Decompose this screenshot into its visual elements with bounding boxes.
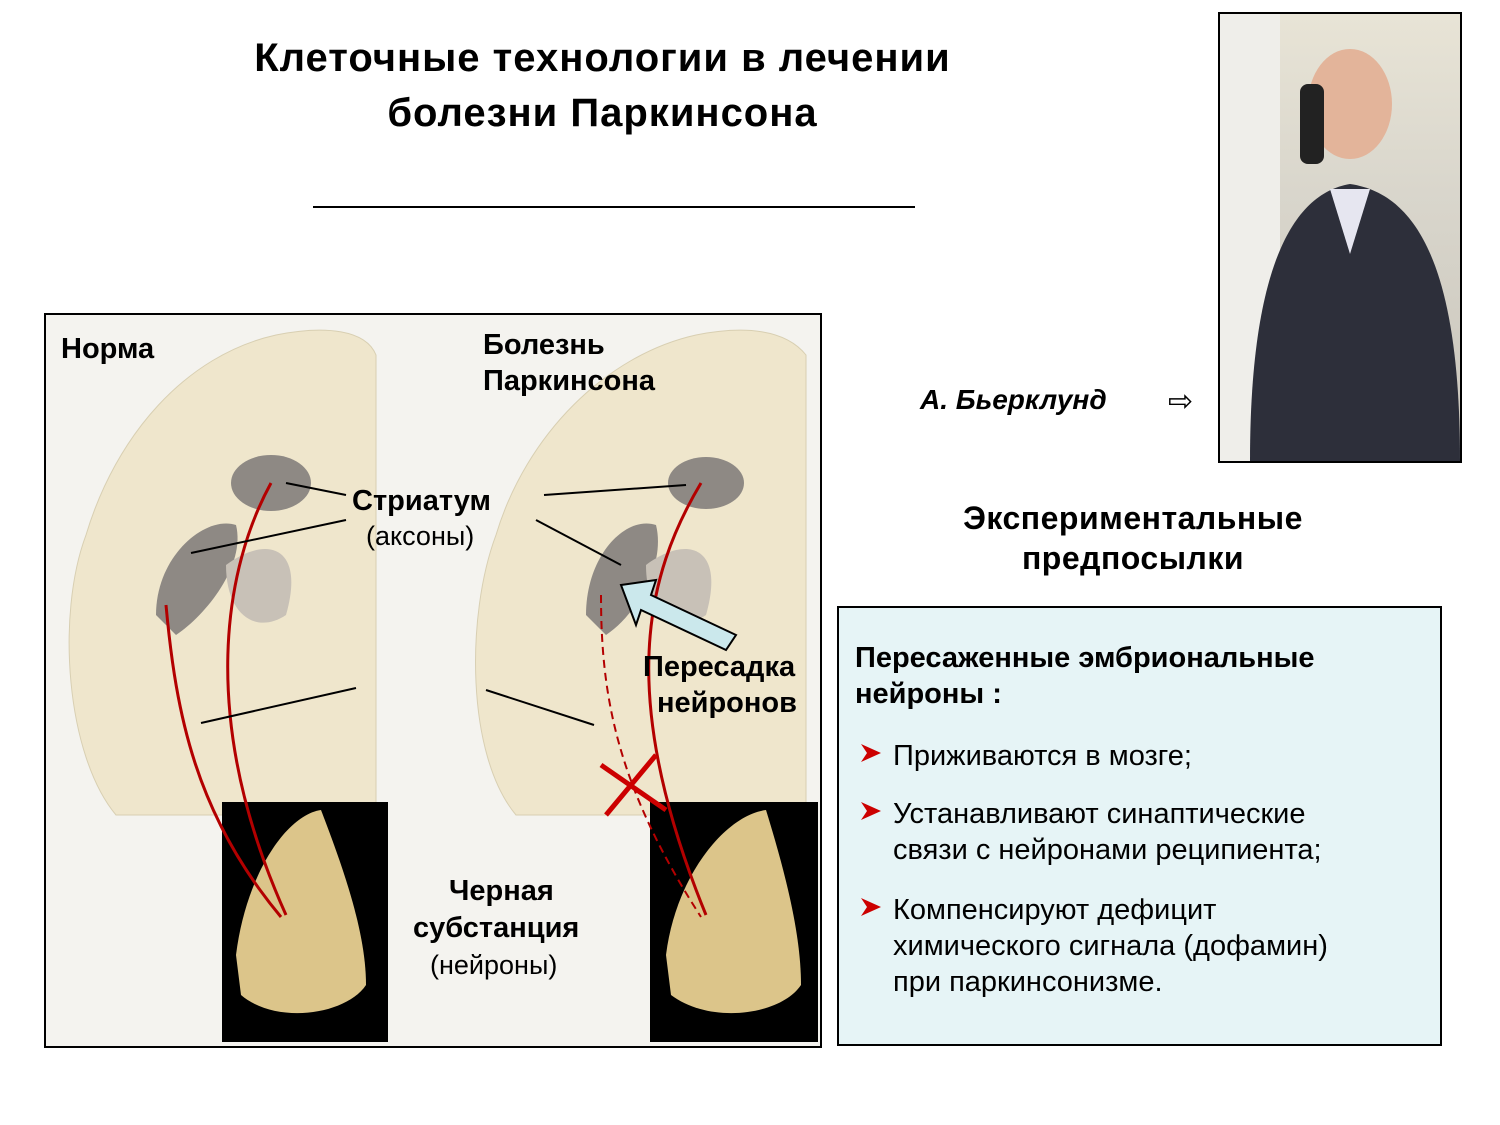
label-neurons: (нейроны) <box>430 950 558 980</box>
bullet-text: химического сигнала (дофамин) <box>893 930 1328 962</box>
bullet-text: Устанавливают синаптические <box>893 798 1306 830</box>
author-photo <box>1218 12 1462 463</box>
striatum-normal-lower <box>156 523 238 635</box>
section-title-line-2: предпосылки <box>1021 540 1245 576</box>
arrowhead-bullet-icon <box>859 738 893 774</box>
arrowhead-bullet-icon <box>859 892 893 1000</box>
bullet-text: связи с нейронами реципиента; <box>893 834 1322 866</box>
bullet-item: Устанавливают синаптические связи с нейро… <box>859 796 1322 868</box>
axon-path-disease <box>647 482 708 916</box>
arrow-right-icon: ⇨ <box>1168 385 1194 418</box>
title-divider <box>313 206 915 208</box>
bullet-text: при паркинсонизме. <box>893 966 1163 998</box>
arrowhead-bullet-icon <box>859 796 893 868</box>
bullet-item: Приживаются в мозге; <box>859 738 1192 774</box>
section-title-line-1: Экспериментальные <box>963 500 1303 536</box>
label-axons: (аксоны) <box>366 521 475 551</box>
author-name: А. Бьерклунд <box>920 384 1107 415</box>
label-transplant-2: нейронов <box>657 687 797 719</box>
striatum-disease-upper <box>668 457 744 509</box>
label-disease-2: Паркинсона <box>483 365 656 397</box>
label-substantia-2: субстанция <box>413 912 580 944</box>
bullet-text: Приживаются в мозге; <box>893 740 1192 772</box>
striatum-disease-lower <box>586 523 658 635</box>
findings-heading-line-1: Пересаженные эмбриональные <box>855 642 1315 674</box>
transplant-arrow-icon <box>619 578 738 652</box>
slide-title-line-1: Клеточные технологии в лечении <box>254 36 951 80</box>
label-transplant-1: Пересадка <box>643 651 796 683</box>
axon-path-normal <box>226 482 288 916</box>
bullet-item: Компенсируют дефицит химического сигнала … <box>859 892 1328 1000</box>
label-normal: Норма <box>61 333 155 365</box>
findings-heading-line-2: нейроны : <box>855 678 1002 710</box>
findings-heading: Пересаженные эмбриональные нейроны : <box>855 640 1315 712</box>
brain-diagram: Норма Болезнь Паркинсона Стриатум (аксон… <box>44 313 822 1048</box>
label-disease-1: Болезнь <box>483 329 605 361</box>
slide-title-line-2: болезни Паркинсона <box>387 91 818 135</box>
label-striatum: Стриатум <box>352 485 491 517</box>
label-substantia-1: Черная <box>449 875 554 907</box>
person-portrait-image <box>1220 14 1460 461</box>
bullet-text: Компенсируют дефицит <box>893 894 1217 926</box>
lesion-x-icon <box>599 753 668 817</box>
brain-illustration <box>68 329 818 1042</box>
thalamus-normal <box>226 549 292 623</box>
findings-box: Пересаженные эмбриональные нейроны : При… <box>837 606 1442 1046</box>
